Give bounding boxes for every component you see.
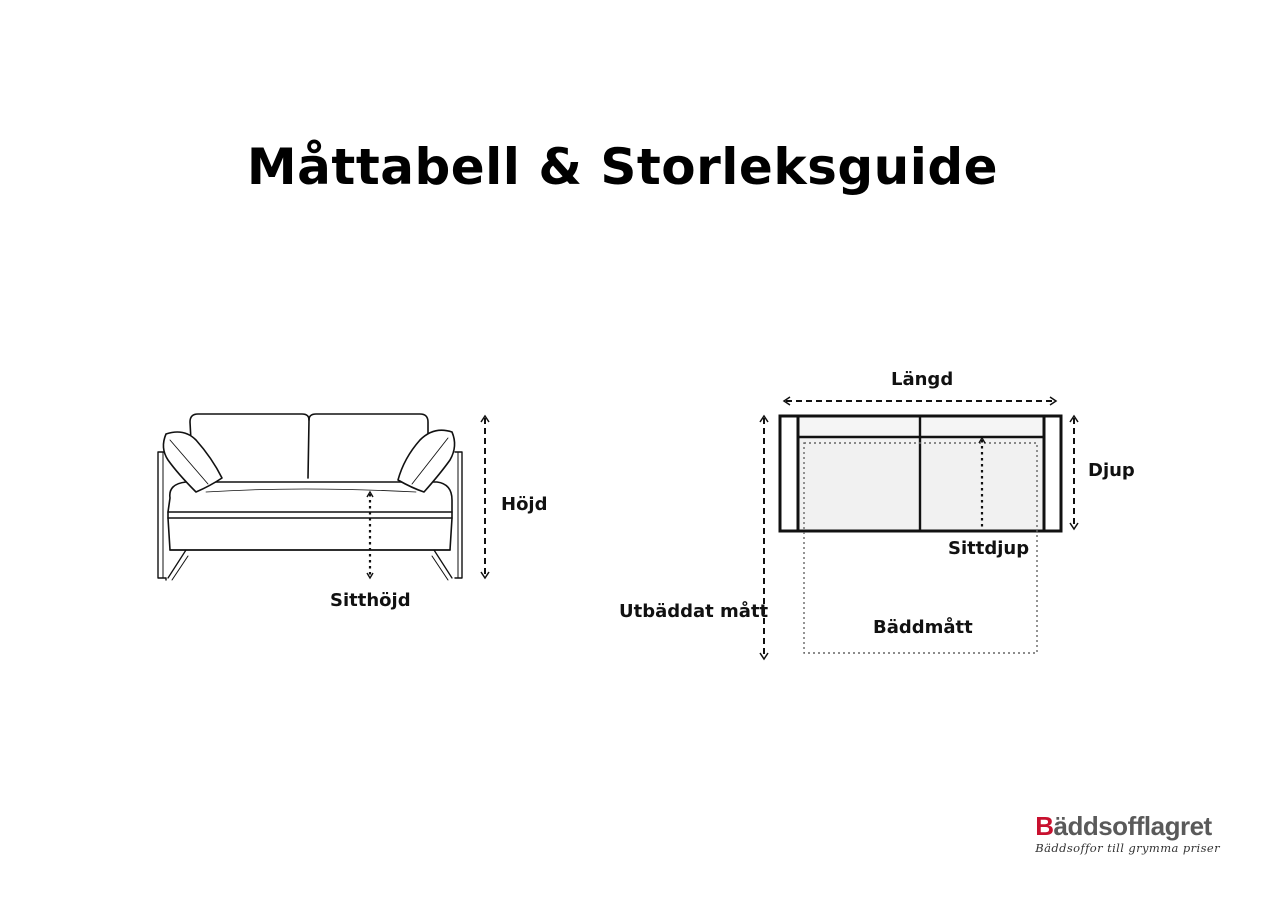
seat-height-dimension-line (366, 490, 374, 580)
unfolded-dimension-line (759, 414, 769, 661)
brand-name-rest: äddsofflagret (1053, 811, 1213, 841)
bed-size-label: Bäddmått (873, 617, 973, 638)
depth-dimension-line (1069, 414, 1079, 531)
bed-size-outline (803, 442, 1038, 654)
seat-depth-label: Sittdjup (948, 538, 1030, 559)
sofa-top-view (778, 414, 1063, 533)
brand-tagline: Bäddsoffor till grymma priser (1035, 841, 1220, 855)
page-title: Måttabell & Storleksguide (246, 138, 999, 196)
brand-name-initial: B (1035, 811, 1054, 841)
length-dimension-line (782, 396, 1058, 406)
depth-label: Djup (1088, 460, 1135, 481)
brand-name: Bäddsofflagret (1035, 812, 1220, 840)
height-dimension-line (480, 414, 490, 580)
length-label: Längd (891, 369, 954, 390)
seat-depth-dimension-line (978, 436, 986, 530)
sofa-front-view (157, 413, 463, 581)
height-label: Höjd (501, 494, 548, 515)
brand-logo: Bäddsofflagret Bäddsoffor till grymma pr… (1035, 812, 1220, 855)
unfolded-size-label: Utbäddat mått (619, 601, 769, 622)
seat-height-label: Sitthöjd (330, 590, 411, 611)
